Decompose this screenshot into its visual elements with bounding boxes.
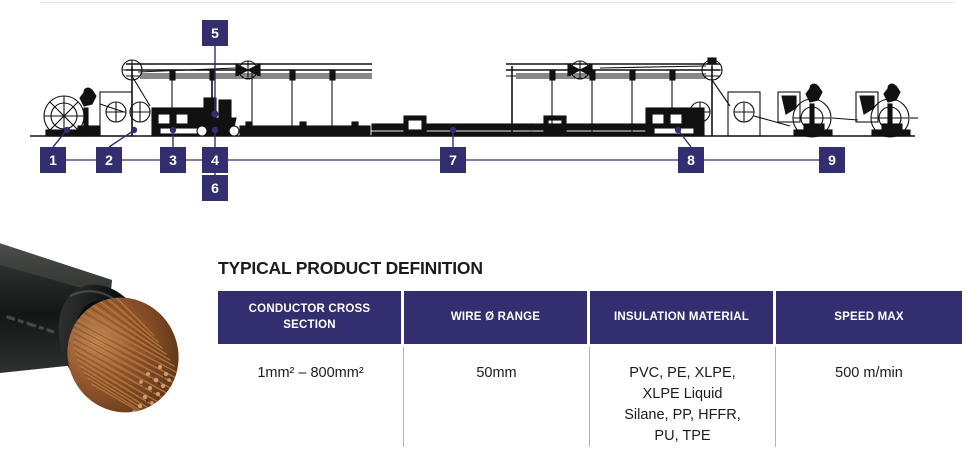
page-title: TYPICAL PRODUCT DEFINITION — [218, 258, 483, 278]
cell-wire-diameter-range: 50mm — [404, 347, 590, 448]
product-definition-section: TYPICAL PRODUCT DEFINITION CONDUCTOR CRO… — [218, 258, 962, 448]
top-divider — [40, 2, 955, 3]
callout-5[interactable]: 5 — [202, 20, 228, 46]
column-header-wire-diameter-range: WIRE Ø RANGE — [404, 291, 590, 348]
cable-cutaway-photo — [0, 222, 205, 455]
callout-1[interactable]: 1 — [40, 147, 66, 173]
table-row: 1mm² – 800mm² 50mm PVC, PE, XLPE, XLPE L… — [218, 347, 962, 448]
cell-speed-max: 500 m/min — [835, 365, 903, 382]
callout-9[interactable]: 9 — [819, 147, 845, 173]
callout-3[interactable]: 3 — [160, 147, 186, 173]
callout-2[interactable]: 2 — [96, 147, 122, 173]
callout-4[interactable]: 4 — [202, 147, 228, 173]
table-header-row: CONDUCTOR CROSS SECTION WIRE Ø RANGE INS… — [218, 291, 962, 348]
column-header-speed-max: SPEED MAX — [776, 291, 962, 348]
cable-line-schematic — [0, 8, 967, 148]
column-header-insulation-material: INSULATION MATERIAL — [590, 291, 776, 348]
callout-8[interactable]: 8 — [678, 147, 704, 173]
callout-7[interactable]: 7 — [440, 147, 466, 173]
callout-6[interactable]: 6 — [202, 175, 228, 201]
specification-table: CONDUCTOR CROSS SECTION WIRE Ø RANGE INS… — [218, 291, 962, 448]
cell-conductor-cross-section: 1mm² – 800mm² — [218, 347, 404, 448]
column-header-conductor-cross-section: CONDUCTOR CROSS SECTION — [218, 291, 404, 348]
cell-insulation-material: PVC, PE, XLPE, XLPE Liquid Silane, PP, H… — [590, 347, 776, 448]
